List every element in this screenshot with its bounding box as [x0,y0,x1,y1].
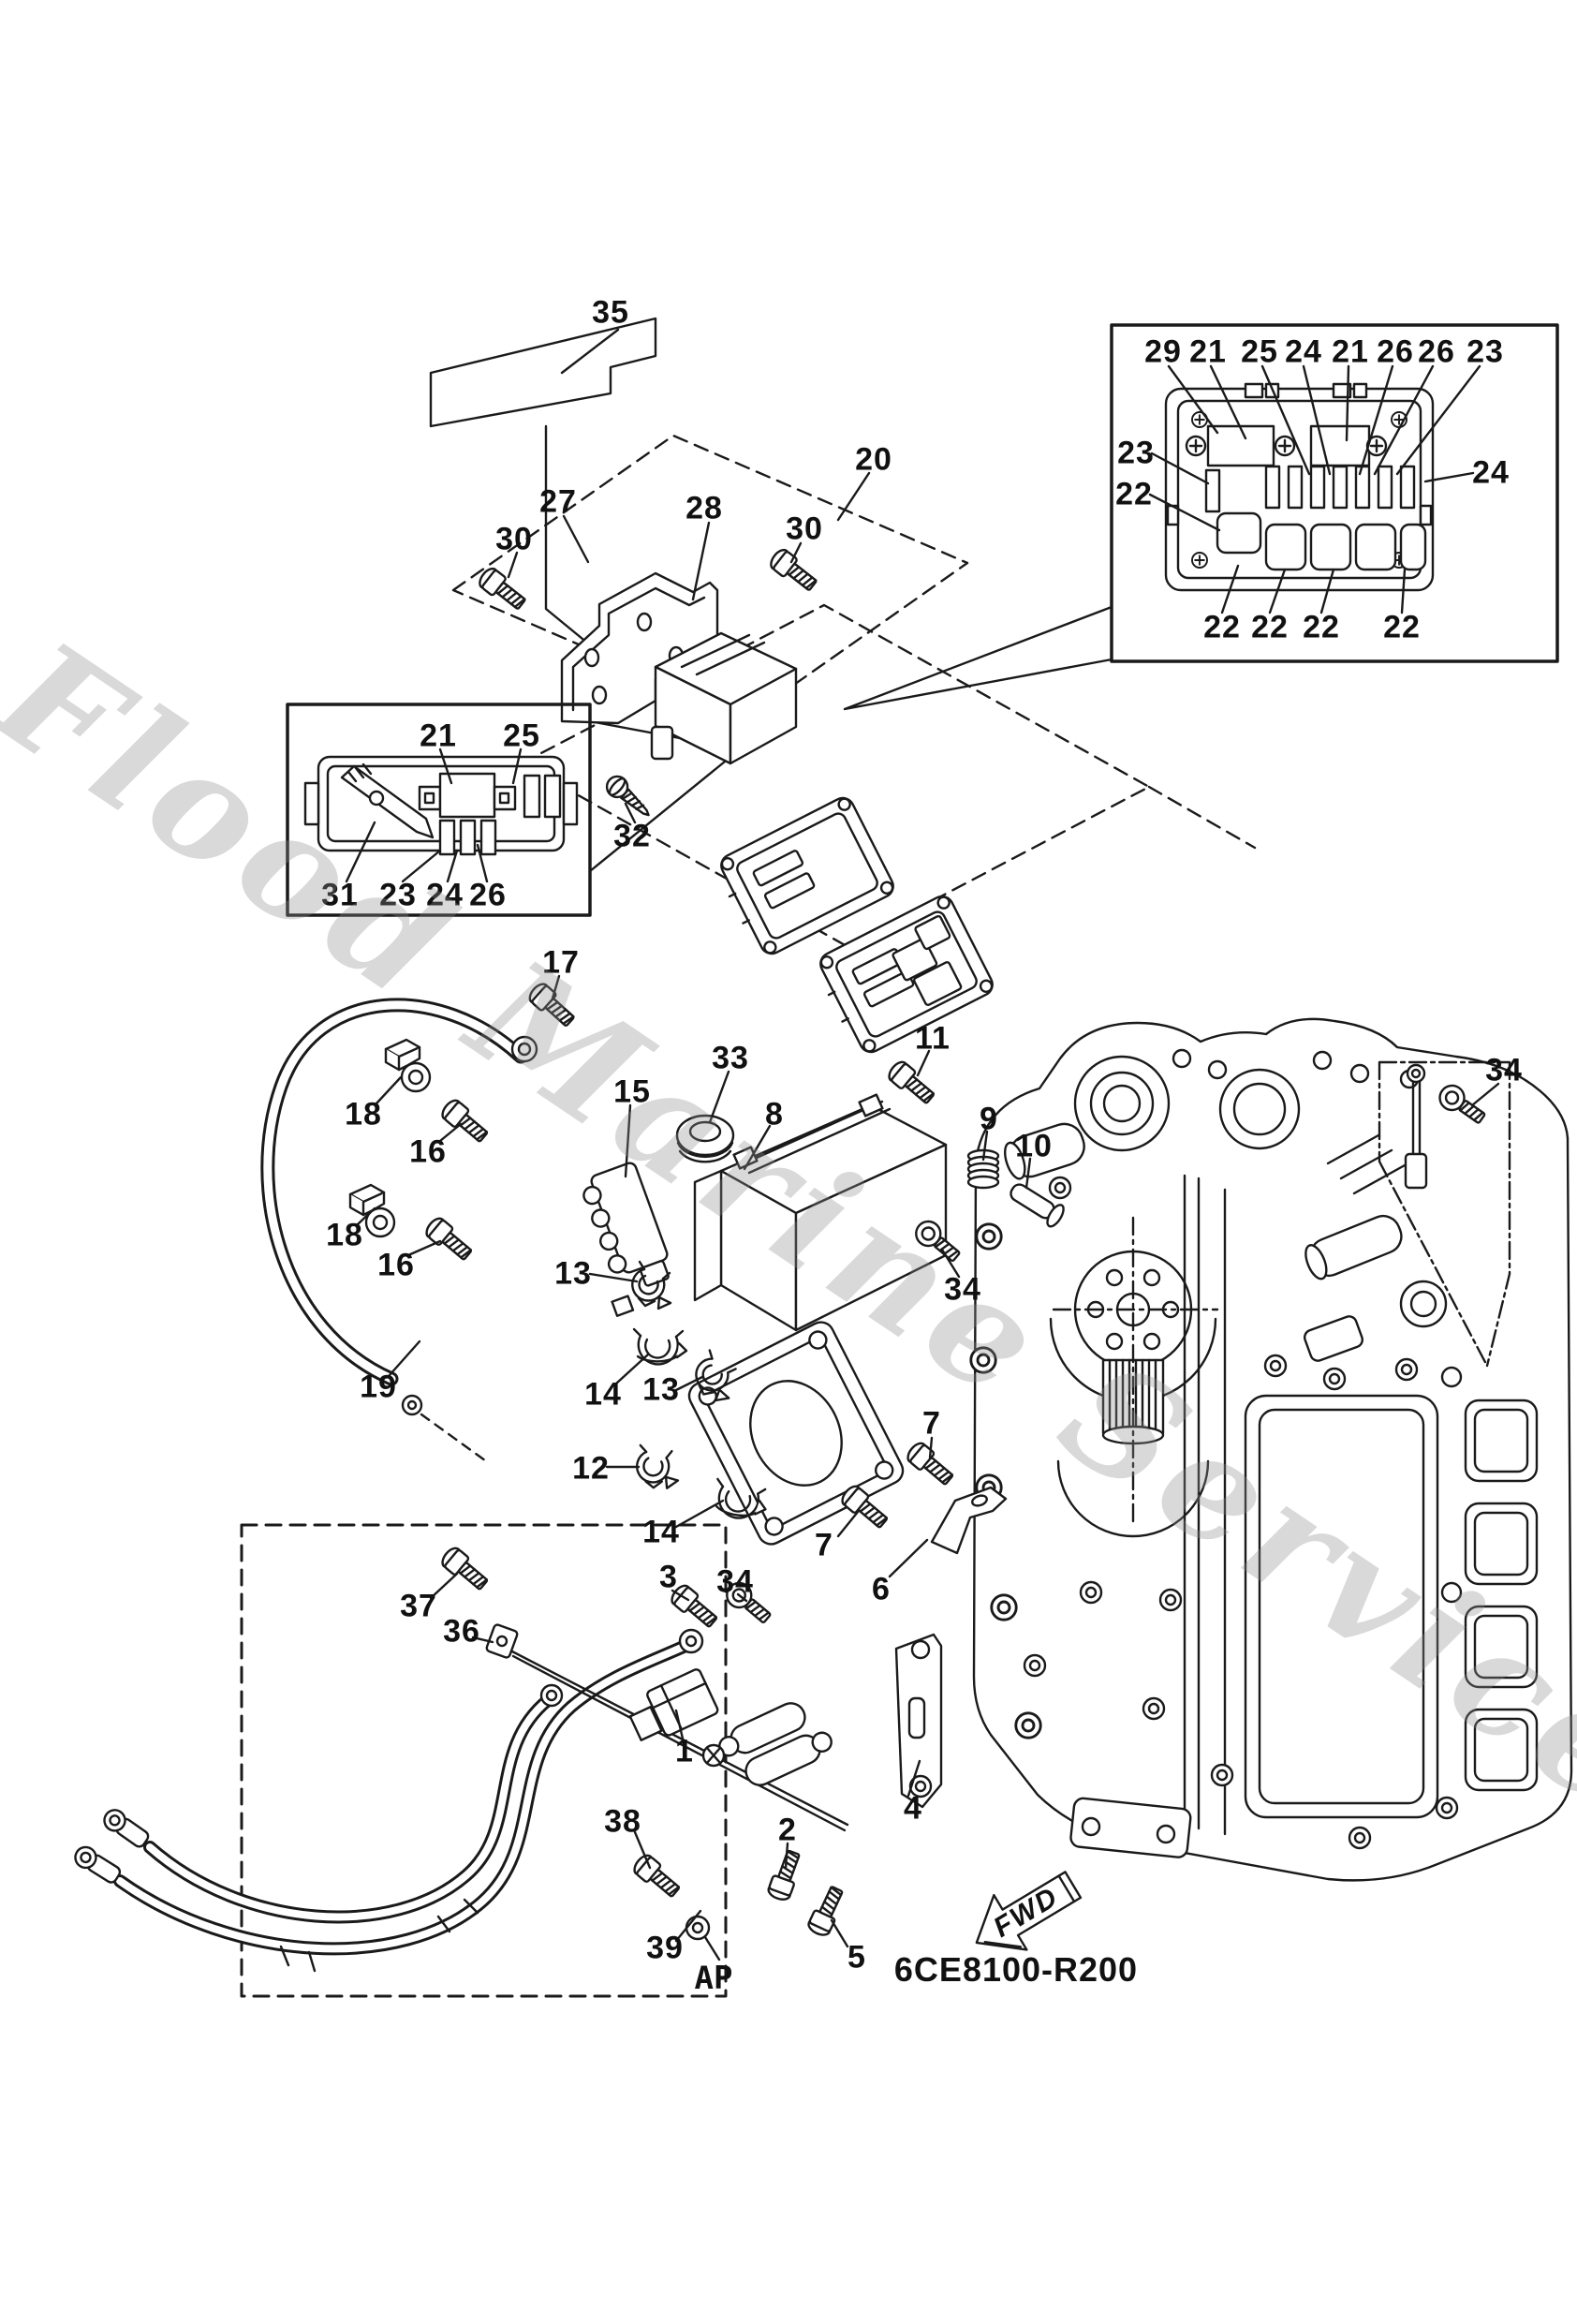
fwd-arrow [975,1871,1083,1951]
leader-line [1148,493,1221,532]
leader-line [429,1572,459,1600]
leader-line [614,1353,650,1385]
grommet-33 [675,1114,735,1163]
leader-line [836,1510,860,1538]
leader-line [624,1103,632,1178]
pin-10 [1010,1183,1065,1228]
leader-line [1209,364,1247,440]
leader-line [1220,564,1240,614]
sticker-35 [429,317,657,428]
battery-cables-39 [74,1628,704,1973]
leader-line [476,843,489,883]
leader-line [674,1709,685,1740]
leader-line [1268,568,1287,614]
leader-line [940,1248,961,1279]
leader-line [691,521,711,601]
relay-15 [582,1162,670,1317]
leader-line [446,849,459,883]
battery-cable-19 [260,998,538,1465]
leader-line [511,748,523,785]
clip-36 [485,1623,519,1659]
inset1-fan-lines [843,605,1113,711]
leader-line [1150,451,1210,485]
leader-line [784,1842,789,1870]
leader-line [388,1340,421,1377]
leader-line [708,1070,730,1124]
leader-line [789,541,803,564]
leader-line [1319,568,1335,614]
ap-label: AP [694,1960,733,1997]
engine-block [969,1017,1573,1882]
drawing-code: 6CE8100-R200 [893,1950,1139,1989]
leader-line [624,802,637,824]
leader-line [981,1130,989,1162]
leader-line [438,1122,463,1143]
leader-line [928,1436,934,1459]
leader-line [674,1375,704,1392]
leader-line [1423,471,1475,483]
leader-line [888,1538,929,1578]
bracket-6 [930,1486,1008,1555]
leader-line [345,821,376,883]
leader-line [1167,364,1219,435]
leader-line [674,1909,702,1943]
leader-line [588,1272,639,1283]
leader-line [375,1075,403,1105]
leader-line [1024,1157,1032,1190]
leader-line [1345,364,1350,442]
leader-lines [345,328,1500,1948]
leader-line [916,1049,931,1077]
leader-line [471,1636,494,1644]
leader-line [836,471,871,522]
leader-line [551,974,561,1000]
leader-line [507,551,519,579]
inset-box-fuseholder [286,703,592,917]
leader-line [674,1499,725,1529]
leader-line [562,514,590,564]
bracket-4 [894,1633,943,1809]
leader-line [1400,568,1407,614]
inset-box-fusebox [1110,323,1559,663]
leader-line [356,1206,376,1226]
leader-line [1470,1082,1500,1107]
leader-line [633,1830,652,1870]
leader-line [736,1592,748,1603]
leader-line [1302,364,1332,476]
wire-assy-1 [628,1668,833,1786]
leader-line [1260,364,1311,476]
leader-line [401,849,442,883]
ap-dashed-box [240,1523,728,1998]
chain-detail-box [1378,1060,1511,1368]
leader-line [671,1589,690,1602]
leader-line [743,1124,772,1171]
leader-line [438,748,453,785]
leader-line [830,1918,849,1948]
leader-line [906,1759,921,1798]
ecu-module-b [810,891,998,1060]
cover-28 [650,631,798,765]
leader-line [1358,364,1394,476]
leader-line [406,1239,442,1257]
leader-line [1395,364,1481,476]
spring-9 [966,1148,1000,1190]
starter-unit-8 [687,1093,948,1546]
leader-line [560,328,620,375]
leader-line [1373,364,1435,476]
